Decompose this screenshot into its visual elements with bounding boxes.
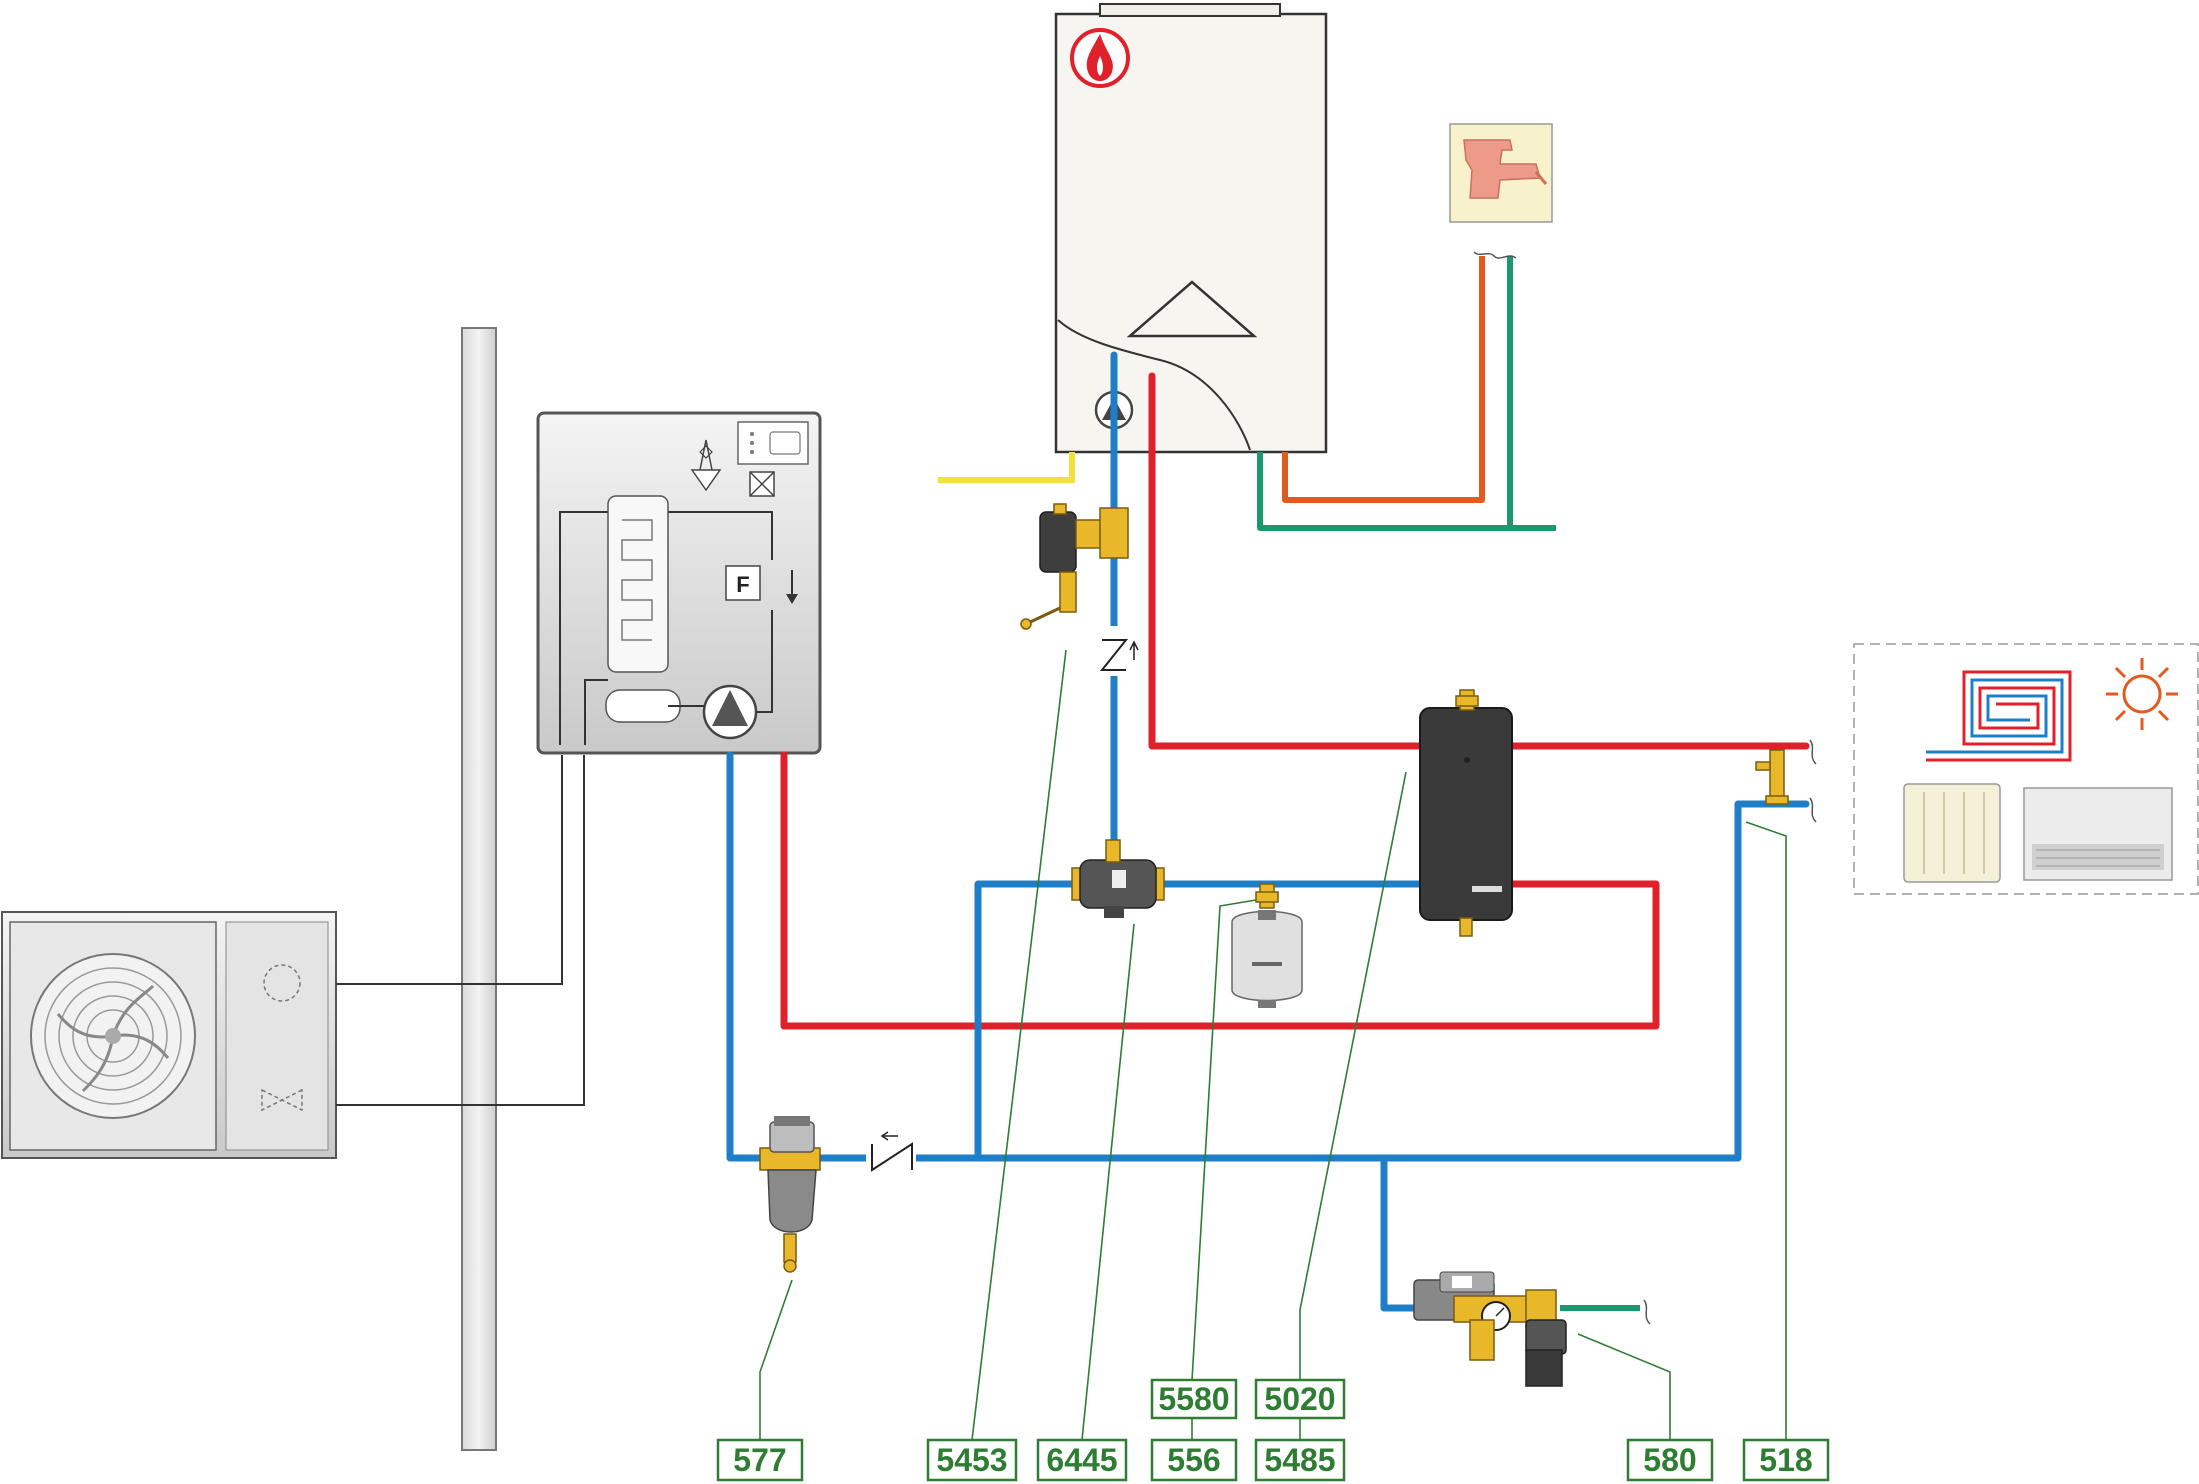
- fan-icon: [30, 953, 196, 1119]
- label-box: [716, 1438, 804, 1482]
- sun-icon: [2106, 658, 2178, 730]
- magnetic-filter-6445: [1071, 839, 1165, 918]
- label-box: [926, 1438, 1018, 1482]
- label-580: 580: [1626, 1438, 1714, 1482]
- underfloor-coil-icon: [1926, 670, 2072, 762]
- outdoor-heat-pump-unit: [1, 911, 337, 1159]
- check-valve: [866, 1131, 916, 1172]
- label-5580: 5580: [1150, 1378, 1238, 1420]
- label-box: [1254, 1438, 1346, 1482]
- air-separator-5453: [1020, 503, 1129, 630]
- expansion-vessel-556: [1231, 883, 1303, 1008]
- boiler: [1054, 3, 1328, 454]
- label-text: 580: [1643, 1442, 1696, 1478]
- label-box: [1254, 1378, 1346, 1420]
- wall: [461, 327, 497, 1451]
- label-text: 5020: [1264, 1381, 1335, 1417]
- pump-icon: [263, 964, 301, 1002]
- dirt-separator-577: [759, 1116, 821, 1273]
- radiator-icon: [1903, 783, 2001, 883]
- label-5485: 5485: [1254, 1438, 1346, 1482]
- label-text: 577: [733, 1442, 786, 1478]
- label-518: 518: [1742, 1438, 1830, 1482]
- svg-text:F: F: [736, 572, 749, 597]
- fan-coil-icon: [2023, 787, 2173, 881]
- check-valve: [1099, 626, 1139, 676]
- label-556: 556: [1150, 1438, 1238, 1482]
- valve-518: [1755, 749, 1789, 805]
- label-5020: 5020: [1254, 1378, 1346, 1420]
- label-577: 577: [716, 1438, 804, 1482]
- label-5453: 5453: [926, 1438, 1018, 1482]
- label-text: 5485: [1264, 1442, 1335, 1478]
- filling-unit-580: [1413, 1271, 1567, 1387]
- heating-emitters: [1853, 643, 2199, 895]
- indoor-hydronic-module: F: [536, 411, 822, 755]
- label-text: 5580: [1158, 1381, 1229, 1417]
- label-text: 556: [1167, 1442, 1220, 1478]
- label-text: 6445: [1046, 1442, 1117, 1478]
- label-6445: 6445: [1036, 1438, 1128, 1482]
- label-text: 518: [1759, 1442, 1812, 1478]
- label-box: [1150, 1378, 1238, 1420]
- label-box: [1626, 1438, 1714, 1482]
- label-box: [1742, 1438, 1830, 1482]
- label-box: [1036, 1438, 1128, 1482]
- hydraulic-separator-5020: [1419, 689, 1513, 937]
- tap-icon: [1449, 123, 1553, 223]
- flame-icon: [1070, 28, 1130, 88]
- label-text: 5453: [936, 1442, 1007, 1478]
- label-box: [1150, 1438, 1238, 1482]
